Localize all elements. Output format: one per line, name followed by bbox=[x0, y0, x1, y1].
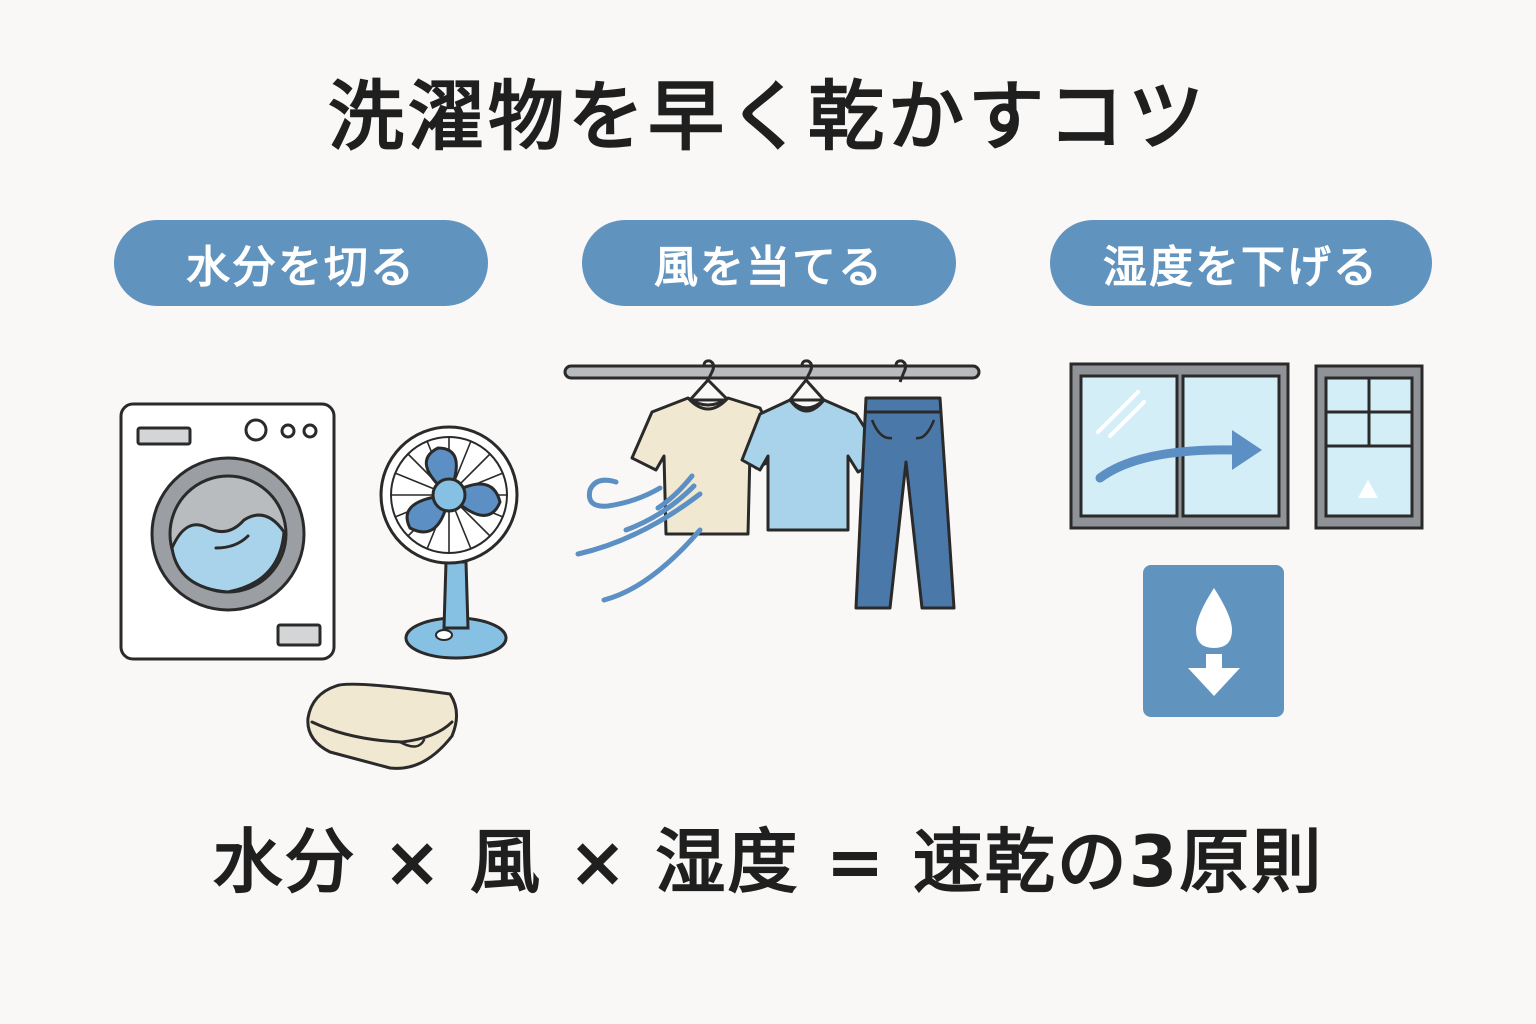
wind-icon bbox=[575, 473, 703, 603]
category-label-remove-water: 水分を切る bbox=[114, 220, 488, 306]
formula-text: 水分 × 風 × 湿度 = 速乾の3原則 bbox=[212, 821, 1324, 903]
folded-towel-icon bbox=[306, 682, 458, 770]
category-label-lower-humidity: 湿度を下げる bbox=[1050, 220, 1432, 306]
window-icon bbox=[1069, 362, 1424, 530]
category-label-apply-wind: 風を当てる bbox=[582, 220, 956, 306]
humidity-down-icon bbox=[1143, 565, 1284, 717]
hanging-clothes-icon bbox=[563, 359, 981, 610]
electric-fan-icon bbox=[379, 425, 519, 660]
page-title: 洗濯物を早く乾かすコツ bbox=[328, 72, 1208, 161]
washing-machine-icon bbox=[119, 402, 336, 661]
